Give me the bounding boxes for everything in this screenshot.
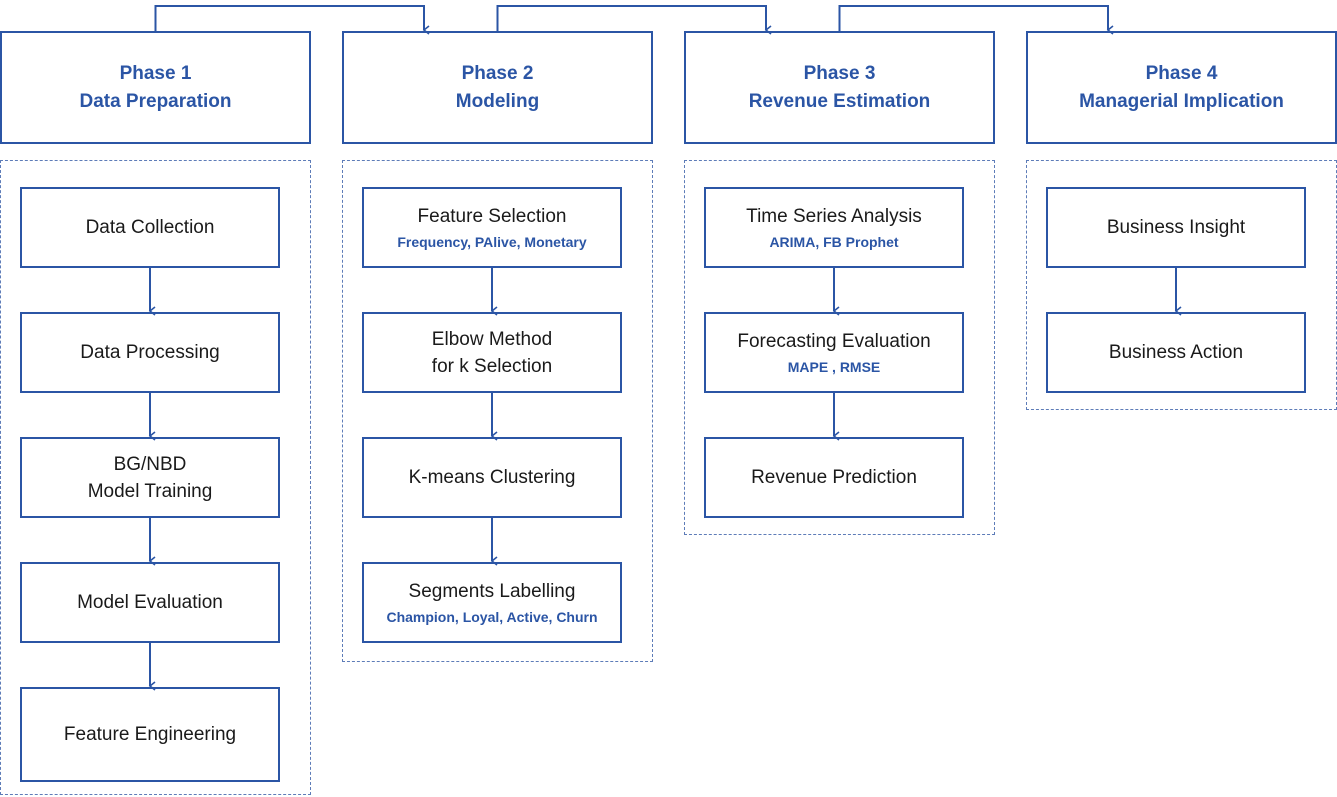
- step-label: Forecasting Evaluation: [737, 331, 931, 352]
- step-data-processing: Data Processing: [20, 312, 280, 393]
- step-business-insight: Business Insight: [1046, 187, 1306, 268]
- phase-1-header: Phase 1 Data Preparation: [0, 31, 311, 144]
- step-data-collection: Data Collection: [20, 187, 280, 268]
- step-sublabel: ARIMA, FB Prophet: [769, 234, 899, 250]
- step-label: Elbow Method for k Selection: [431, 328, 553, 377]
- phase-name: Data Preparation: [79, 90, 232, 112]
- step-label: Business Action: [1108, 342, 1244, 363]
- step-sublabel: Champion, Loyal, Active, Churn: [386, 609, 598, 625]
- step-sublabel: Frequency, PAlive, Monetary: [397, 234, 587, 250]
- step-feature-engineering: Feature Engineering: [20, 687, 280, 782]
- phase-connector-arrow: [154, 5, 430, 35]
- phase-name: Revenue Estimation: [748, 90, 931, 112]
- step-bg-nbd-model-training: BG/NBD Model Training: [20, 437, 280, 518]
- phase-number: Phase 2: [461, 62, 534, 84]
- phase-number: Phase 1: [119, 62, 192, 84]
- phase-number: Phase 3: [803, 62, 876, 84]
- step-elbow-method-for-k-selection: Elbow Method for k Selection: [362, 312, 622, 393]
- phase-2-header: Phase 2 Modeling: [342, 31, 653, 144]
- phase-4-header: Phase 4 Managerial Implication: [1026, 31, 1337, 144]
- step-k-means-clustering: K-means Clustering: [362, 437, 622, 518]
- step-label: Feature Selection: [417, 206, 567, 227]
- step-label: Data Processing: [80, 342, 220, 363]
- step-model-evaluation: Model Evaluation: [20, 562, 280, 643]
- step-label: Business Insight: [1106, 217, 1246, 238]
- step-label: Segments Labelling: [408, 581, 576, 602]
- step-label: Data Collection: [85, 217, 215, 238]
- phase-number: Phase 4: [1145, 62, 1218, 84]
- step-label: Feature Engineering: [63, 724, 237, 745]
- step-sublabel: MAPE , RMSE: [787, 359, 881, 375]
- step-label: BG/NBD Model Training: [87, 453, 213, 502]
- phase-2-group: [342, 160, 653, 662]
- step-label: Model Evaluation: [77, 592, 223, 613]
- phase-connector-arrow: [838, 5, 1114, 35]
- step-label: Time Series Analysis: [746, 206, 922, 227]
- phase-connector-arrow: [496, 5, 772, 35]
- step-label: K-means Clustering: [408, 467, 576, 488]
- phase-3-group: [684, 160, 995, 535]
- phase-name: Managerial Implication: [1079, 90, 1284, 112]
- step-label: Revenue Prediction: [751, 467, 917, 488]
- phase-1-group: [0, 160, 311, 795]
- phase-3-header: Phase 3 Revenue Estimation: [684, 31, 995, 144]
- phase-name: Modeling: [455, 90, 540, 112]
- step-revenue-prediction: Revenue Prediction: [704, 437, 964, 518]
